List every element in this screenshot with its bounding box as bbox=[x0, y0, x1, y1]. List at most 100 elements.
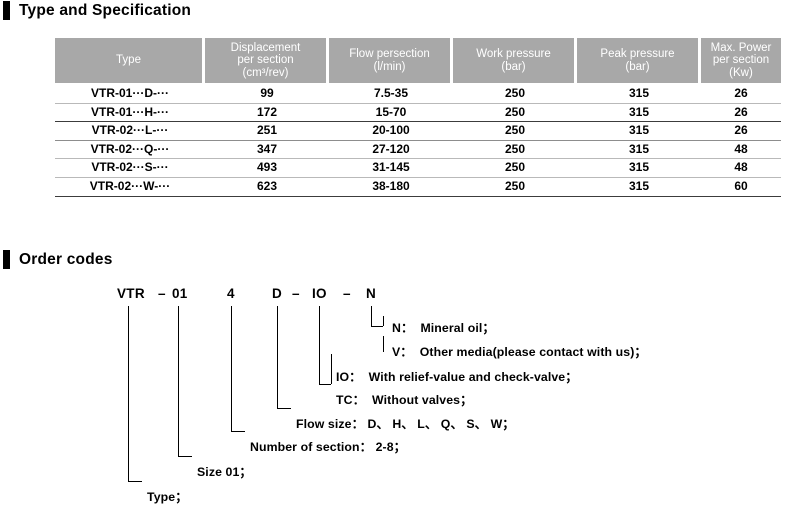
column-header-flow: Flow persection (l/min) bbox=[329, 38, 453, 85]
cell-work-pressure: 250 bbox=[453, 141, 577, 160]
connector-line-type bbox=[128, 481, 142, 482]
header-line: (bar) bbox=[501, 60, 526, 73]
cell-max-power: 60 bbox=[701, 178, 781, 197]
cell-flow: 38-180 bbox=[329, 178, 453, 197]
connector-line-media-v bbox=[383, 336, 384, 352]
header-line: (l/min) bbox=[373, 60, 406, 73]
cell-type: VTR-02···L-··· bbox=[55, 122, 205, 141]
column-header-displacement: Displacement per section (cm³/rev) bbox=[205, 38, 329, 85]
legend-item-valve-io: IO： With relief-value and check-valve； bbox=[336, 367, 578, 385]
legend-item-size: Size 01； bbox=[197, 465, 252, 479]
table-header: Type Displacement per section (cm³/rev) … bbox=[55, 38, 781, 85]
legend-text: Without valves； bbox=[372, 393, 473, 407]
legend-key: TC： bbox=[336, 393, 365, 407]
order-token-dash-1: – bbox=[158, 286, 166, 301]
connector-line-media-n bbox=[371, 326, 383, 327]
column-header-type: Type bbox=[55, 38, 205, 85]
connector-line-number-of-section bbox=[231, 431, 245, 432]
header-line: Peak pressure bbox=[600, 47, 675, 60]
cell-work-pressure: 250 bbox=[453, 104, 577, 123]
legend-key: V： bbox=[392, 345, 413, 359]
cell-flow: 31-145 bbox=[329, 159, 453, 178]
cell-type: VTR-02···W-··· bbox=[55, 178, 205, 197]
cell-max-power: 26 bbox=[701, 122, 781, 141]
legend-key: IO： bbox=[336, 370, 362, 384]
cell-displacement: 99 bbox=[205, 85, 329, 104]
cell-peak-pressure: 315 bbox=[577, 141, 701, 160]
order-token-dash-2: – bbox=[292, 286, 300, 301]
cell-work-pressure: 250 bbox=[453, 178, 577, 197]
connector-line-flow-size bbox=[277, 408, 291, 409]
cell-type: VTR-02···S-··· bbox=[55, 159, 205, 178]
cell-work-pressure: 250 bbox=[453, 159, 577, 178]
order-token-type: VTR bbox=[117, 286, 145, 301]
cell-max-power: 48 bbox=[701, 141, 781, 160]
cell-peak-pressure: 315 bbox=[577, 178, 701, 197]
table-row: VTR-02···S-··· 493 31-145 250 315 48 bbox=[55, 159, 781, 178]
cell-type: VTR-02···Q-··· bbox=[55, 141, 205, 160]
cell-peak-pressure: 315 bbox=[577, 159, 701, 178]
header-line: (cm³/rev) bbox=[242, 66, 289, 79]
header-line: (Kw) bbox=[729, 66, 753, 79]
cell-displacement: 172 bbox=[205, 104, 329, 123]
cell-displacement: 623 bbox=[205, 178, 329, 197]
cell-work-pressure: 250 bbox=[453, 85, 577, 104]
order-token-size: 01 bbox=[172, 286, 188, 301]
header-line: per section bbox=[237, 54, 294, 67]
connector-line-number-of-section bbox=[231, 306, 232, 431]
section-heading-label: Order codes bbox=[19, 250, 113, 268]
heading-bar-icon bbox=[3, 1, 10, 20]
cell-max-power: 26 bbox=[701, 104, 781, 123]
connector-line-size bbox=[178, 306, 179, 456]
cell-flow: 27-120 bbox=[329, 141, 453, 160]
legend-key: N： bbox=[392, 321, 414, 335]
header-line: Flow persection bbox=[349, 47, 430, 60]
connector-line-size bbox=[178, 456, 192, 457]
order-token-media: N bbox=[366, 286, 377, 301]
legend-text: Other media(please contact with us)； bbox=[419, 345, 647, 359]
cell-displacement: 493 bbox=[205, 159, 329, 178]
table-row: VTR-02···W-··· 623 38-180 250 315 60 bbox=[55, 178, 781, 197]
table-row: VTR-02···L-··· 251 20-100 250 315 26 bbox=[55, 122, 781, 141]
order-token-sections: 4 bbox=[227, 286, 235, 301]
order-code-diagram: VTR – 01 4 D – IO – N N： Mineral oil； V：… bbox=[0, 278, 798, 505]
section-heading-order-codes: Order codes bbox=[3, 250, 113, 269]
header-line: Work pressure bbox=[476, 47, 551, 60]
cell-type: VTR-01···H-··· bbox=[55, 104, 205, 123]
table-row: VTR-01···H-··· 172 15-70 250 315 26 bbox=[55, 104, 781, 123]
connector-line-flow-size bbox=[277, 306, 278, 408]
connector-line-valve bbox=[319, 384, 331, 385]
section-heading-label: Type and Specification bbox=[19, 1, 192, 19]
cell-flow: 7.5-35 bbox=[329, 85, 453, 104]
order-token-dash-3: – bbox=[343, 286, 351, 301]
cell-peak-pressure: 315 bbox=[577, 85, 701, 104]
section-heading-specification: Type and Specification bbox=[3, 1, 191, 20]
legend-item-media-v: V： Other media(please contact with us)； bbox=[392, 342, 647, 360]
cell-displacement: 251 bbox=[205, 122, 329, 141]
cell-type: VTR-01···D-··· bbox=[55, 85, 205, 104]
specification-table: Type Displacement per section (cm³/rev) … bbox=[55, 38, 781, 197]
connector-line-media-n bbox=[383, 316, 384, 326]
table-header-row: Type Displacement per section (cm³/rev) … bbox=[55, 38, 781, 85]
connector-line-valve bbox=[331, 354, 332, 384]
legend-text: Mineral oil； bbox=[420, 321, 495, 335]
header-line: per section bbox=[712, 54, 770, 67]
heading-bar-icon bbox=[3, 250, 10, 269]
legend-item-number-of-section: Number of section： 2-8； bbox=[250, 440, 407, 454]
order-token-flow-size: D bbox=[272, 286, 283, 301]
column-header-work-pressure: Work pressure (bar) bbox=[453, 38, 577, 85]
cell-work-pressure: 250 bbox=[453, 122, 577, 141]
order-token-valve: IO bbox=[312, 286, 327, 301]
header-line: Max. Power bbox=[710, 41, 772, 54]
cell-flow: 20-100 bbox=[329, 122, 453, 141]
legend-item-media-n: N： Mineral oil； bbox=[392, 318, 495, 336]
column-header-peak-pressure: Peak pressure (bar) bbox=[577, 38, 701, 85]
legend-item-flow-size: Flow size： D、 H、 L、 Q、 S、 W； bbox=[296, 417, 515, 431]
cell-peak-pressure: 315 bbox=[577, 122, 701, 141]
legend-text: With relief-value and check-valve； bbox=[368, 370, 578, 384]
legend-item-type: Type； bbox=[147, 490, 188, 504]
header-line: Type bbox=[116, 54, 141, 67]
header-line: Displacement bbox=[230, 41, 301, 54]
connector-line-valve bbox=[319, 306, 320, 384]
cell-flow: 15-70 bbox=[329, 104, 453, 123]
